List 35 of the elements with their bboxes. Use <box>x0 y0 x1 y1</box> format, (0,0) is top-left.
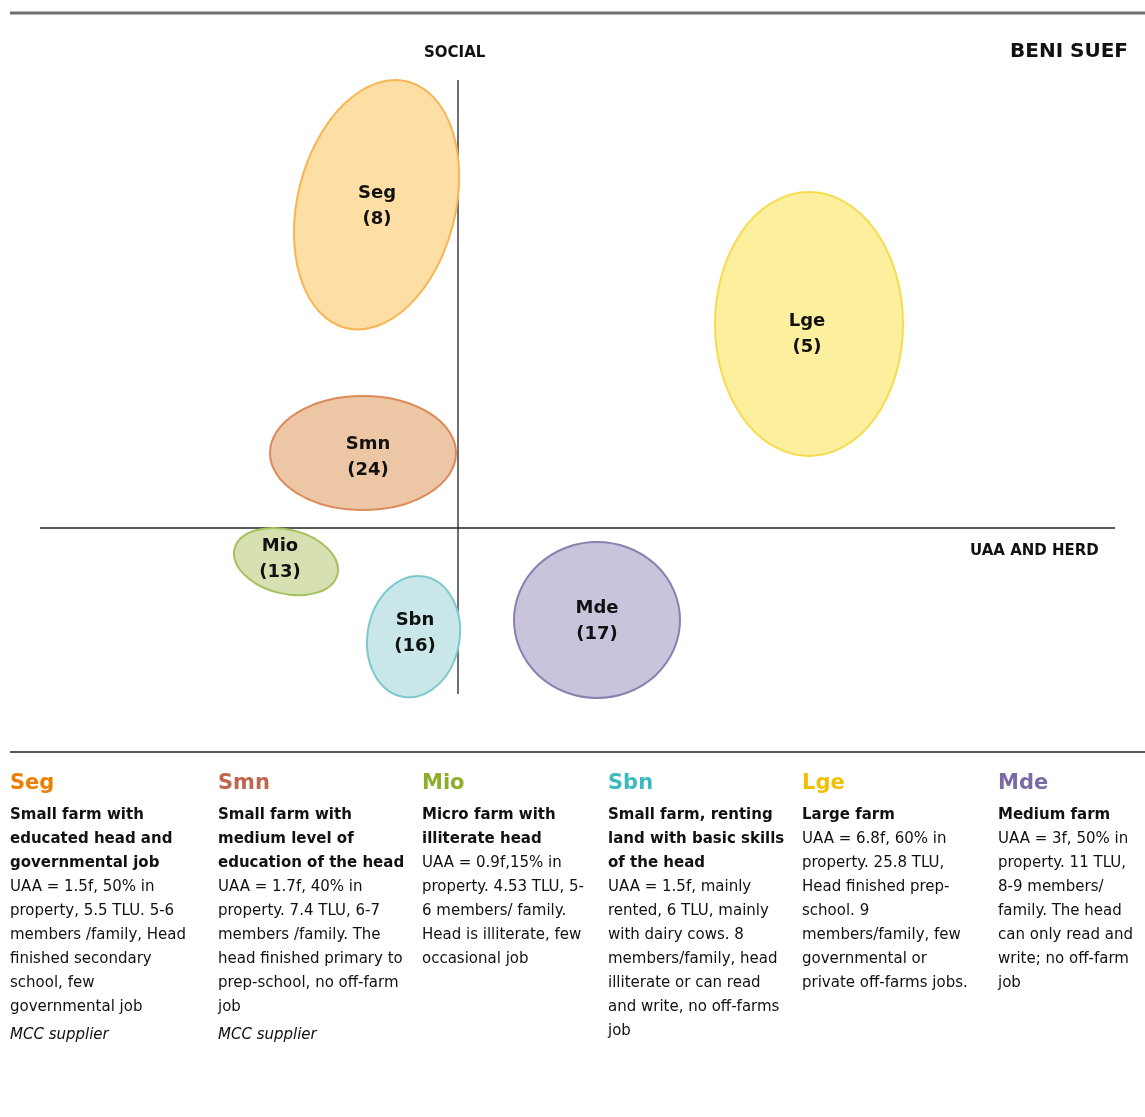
type-heading: Small farm with educated head and governmental job <box>10 804 174 873</box>
supplier-note: MCC supplier <box>10 1024 109 1045</box>
type-heading: Small farm with medium level of education of the head <box>218 804 406 873</box>
cluster-label: Smn (24) <box>345 431 391 481</box>
type-code: Sbn <box>608 770 654 794</box>
type-heading: Large farm <box>802 804 895 825</box>
type-heading: Micro farm with illiterate head <box>422 804 557 849</box>
cluster-label: Sbn (16) <box>394 607 436 657</box>
cluster-label: Seg (8) <box>357 180 396 230</box>
type-code: Mio <box>422 770 465 794</box>
type-description: UAA = 3f, 50% in property. 11 TLU, 8-9 members/ family. The head can only read and write; no off-farm job <box>998 828 1134 993</box>
type-description: UAA = 1.7f, 40% in property. 7.4 TLU, 6-7 members /family. The head finished primary to prep-school, no off-farm job <box>218 876 404 1017</box>
axis-label: UAA AND HERD <box>970 540 1099 561</box>
cluster-ellipse <box>365 574 463 700</box>
type-description: UAA = 1.5f, 50% in property, 5.5 TLU. 5-6 members /family, Head finished secondary school, few governmental job <box>10 876 188 1017</box>
type-code: Smn <box>218 770 270 794</box>
cluster-ellipse <box>512 540 682 700</box>
cluster-label: Mio (13) <box>259 533 301 583</box>
cluster-label: Lge (5) <box>788 308 826 358</box>
cluster-ellipse <box>713 190 905 458</box>
type-heading: Small farm, renting land with basic skills of the head <box>608 804 786 873</box>
cluster-label: Mde (17) <box>575 595 619 645</box>
cluster-ellipse <box>268 394 458 512</box>
supplier-note: MCC supplier <box>218 1024 317 1045</box>
type-description: UAA = 6.8f, 60% in property. 25.8 TLU, Head finished prep-school. 9 members/family, few governmental or private off-farms jobs. <box>802 828 969 993</box>
axis-label: SOCIAL <box>424 42 486 63</box>
type-description: UAA = 1.5f, mainly rented, 6 TLU, mainly with dairy cows. 8 members/family, head illiterate or can read and write, no off-farms job <box>608 876 781 1041</box>
cluster-ellipse <box>232 526 340 598</box>
type-description: UAA = 0.9f,15% in property. 4.53 TLU, 5-6 members/ family. Head is illiterate, few occasional job <box>422 852 586 969</box>
type-code: Seg <box>10 770 55 794</box>
type-code: Mde <box>998 770 1049 794</box>
region-title: BENI SUEF <box>1010 38 1129 62</box>
type-heading: Medium farm <box>998 804 1111 825</box>
cluster-ellipse <box>292 78 462 332</box>
type-code: Lge <box>802 770 845 794</box>
